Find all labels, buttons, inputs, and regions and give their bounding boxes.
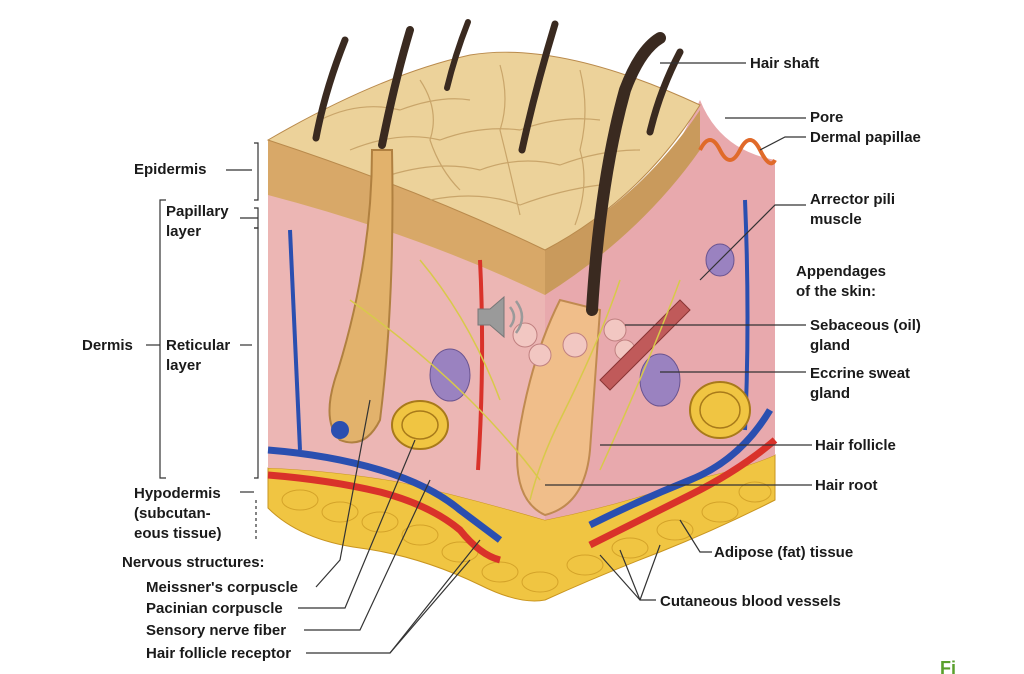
artery-right <box>588 437 778 549</box>
label-adipose-tissue: Adipose (fat) tissue <box>714 544 854 561</box>
nerve-fibers <box>349 259 681 501</box>
label-appendages: Appendages of the skin: <box>796 263 887 300</box>
label-hair-follicle-receptor: Hair follicle receptor <box>146 645 292 662</box>
pacinian-corpuscles <box>391 381 751 450</box>
label-dermal-papillae: Dermal papillae <box>810 129 921 146</box>
label-papillary-layer: Papillary layer <box>166 203 229 240</box>
epidermis-right <box>545 110 700 295</box>
hypodermis-fat <box>267 454 776 602</box>
vein-left <box>267 446 503 543</box>
label-dermis: Dermis <box>82 337 133 354</box>
surface-cells <box>319 64 641 226</box>
skin-block <box>266 19 778 602</box>
fat-lobules <box>281 481 772 593</box>
label-hair-follicle: Hair follicle <box>815 437 896 454</box>
label-sensory-nerve-fiber: Sensory nerve fiber <box>146 622 287 639</box>
artery-left <box>267 471 502 564</box>
dermal-papillae-edge <box>698 138 777 166</box>
artery-vertical-left <box>476 259 485 471</box>
label-hair-shaft: Hair shaft <box>750 55 820 72</box>
vein-right <box>588 408 774 529</box>
arrector-pili-muscle <box>599 299 691 391</box>
hairs <box>312 19 684 316</box>
left-hair-follicle <box>328 149 394 444</box>
left-hair-bulb <box>331 421 349 439</box>
label-pore: Pore <box>810 109 844 126</box>
figure-label-fragment: Fi <box>940 660 956 674</box>
label-epidermis: Epidermis <box>134 161 207 178</box>
label-reticular-layer: Reticular layer <box>166 337 231 374</box>
skin-surface <box>266 51 701 251</box>
label-hair-root: Hair root <box>815 477 878 494</box>
label-pacinian-corpuscle: Pacinian corpuscle <box>146 600 283 617</box>
label-sebaceous-gland: Sebaceous (oil) gland <box>810 317 921 354</box>
leader-lines <box>146 62 812 654</box>
speaker-icon[interactable] <box>474 293 530 341</box>
label-eccrine-sweat-gland: Eccrine sweat gland <box>810 365 911 402</box>
label-cutaneous-blood-vessels: Cutaneous blood vessels <box>660 593 841 610</box>
label-meissner-corpuscle: Meissner's corpuscle <box>146 579 298 596</box>
label-hypodermis-subtitle: (subcutan- eous tissue) <box>134 505 222 542</box>
epidermis-left <box>268 140 545 295</box>
vein-vertical-left <box>288 229 302 451</box>
label-arrector-pili: Arrector pili muscle <box>810 191 896 228</box>
label-hypodermis: Hypodermis <box>134 485 221 502</box>
label-nervous-structures: Nervous structures: <box>122 554 265 571</box>
